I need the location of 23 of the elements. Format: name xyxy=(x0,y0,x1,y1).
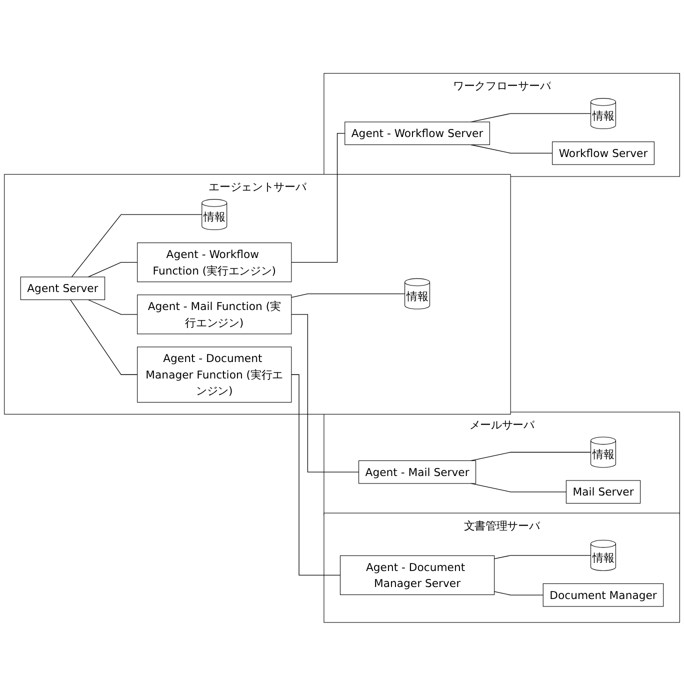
connector xyxy=(291,314,360,472)
node-box: Workflow Server xyxy=(552,142,654,165)
connector xyxy=(70,300,138,376)
node-box: Agent - Document Manager Function (実行エンジン) xyxy=(137,346,292,403)
connector xyxy=(291,374,341,576)
connector xyxy=(71,214,202,278)
node-box: Agent - Mail Server xyxy=(358,460,476,484)
connector xyxy=(88,262,138,278)
connector xyxy=(470,113,592,122)
connector xyxy=(494,555,592,560)
connector xyxy=(470,144,553,154)
connector xyxy=(291,294,406,298)
node-box: Document Manager xyxy=(542,583,664,607)
node-box: Agent - Mail Function (実行エンジン) xyxy=(137,294,292,334)
connector xyxy=(470,452,592,462)
connector xyxy=(291,133,346,263)
node-box: Agent - Workflow Server xyxy=(344,122,490,146)
connector xyxy=(494,591,544,596)
node-box: Agent - Document Manager Server xyxy=(340,556,495,596)
connector xyxy=(88,300,138,315)
node-box: Mail Server xyxy=(566,480,641,504)
node-box: Agent - Workflow Function (実行エンジン) xyxy=(137,242,292,282)
node-box: Agent Server xyxy=(20,276,106,300)
